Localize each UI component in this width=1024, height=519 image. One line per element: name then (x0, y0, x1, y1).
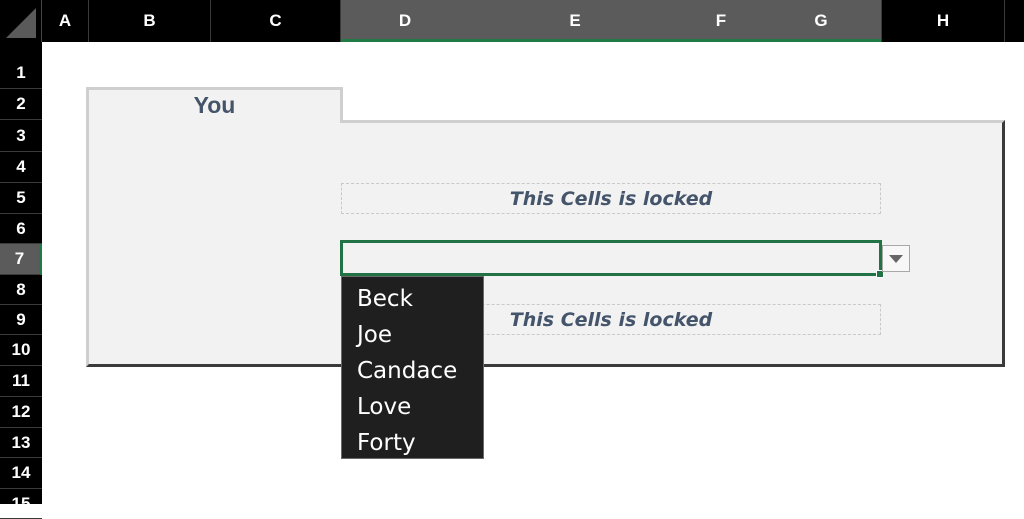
row-header-13[interactable]: 13 (0, 428, 42, 458)
column-header-e[interactable]: E (569, 11, 581, 30)
locked-cell-notice: This Cells is locked (341, 183, 881, 214)
row-header-6[interactable]: 6 (0, 214, 42, 244)
select-all-triangle-icon (6, 8, 36, 38)
row-header-8[interactable]: 8 (0, 275, 42, 305)
row-header-5[interactable]: 5 (0, 183, 42, 214)
column-header-d[interactable]: D (398, 11, 412, 30)
column-header-a[interactable]: A (42, 0, 89, 42)
tab-label: You (193, 92, 236, 118)
column-header-h[interactable]: H (881, 0, 1005, 42)
row-header-10[interactable]: 10 (0, 335, 42, 366)
column-header-g[interactable]: G (814, 11, 828, 30)
dropdown-button[interactable] (882, 245, 910, 272)
row-header-14[interactable]: 14 (0, 458, 42, 489)
tab-join (89, 118, 340, 124)
row-header-1[interactable]: 1 (0, 58, 42, 89)
row-header-2[interactable]: 2 (0, 89, 42, 120)
row-header-15[interactable]: 15 (0, 489, 42, 519)
row-header-4[interactable]: 4 (0, 152, 42, 183)
panel-tab (86, 87, 343, 123)
row-header-11[interactable]: 11 (0, 366, 42, 397)
row-header-3[interactable]: 3 (0, 120, 42, 152)
dropdown-list: Beck Joe Candace Love Forty (341, 276, 484, 459)
column-header-c[interactable]: C (211, 0, 341, 42)
row-header-7[interactable]: 7 (0, 244, 42, 275)
selected-columns-highlight (341, 0, 881, 42)
dropdown-option-forty[interactable]: Forty (357, 430, 416, 456)
fill-handle[interactable] (876, 270, 884, 278)
row-header-12[interactable]: 12 (0, 397, 42, 428)
active-cell-d7[interactable] (340, 240, 882, 276)
dropdown-arrow-icon (889, 254, 903, 263)
dropdown-option-candace[interactable]: Candace (357, 358, 458, 384)
dropdown-option-joe[interactable]: Joe (357, 322, 393, 348)
row-header-9[interactable]: 9 (0, 305, 42, 335)
dropdown-option-love[interactable]: Love (357, 394, 412, 420)
dropdown-option-beck[interactable]: Beck (357, 286, 413, 312)
column-header-b[interactable]: B (89, 0, 211, 42)
column-header-f[interactable]: F (715, 11, 727, 30)
